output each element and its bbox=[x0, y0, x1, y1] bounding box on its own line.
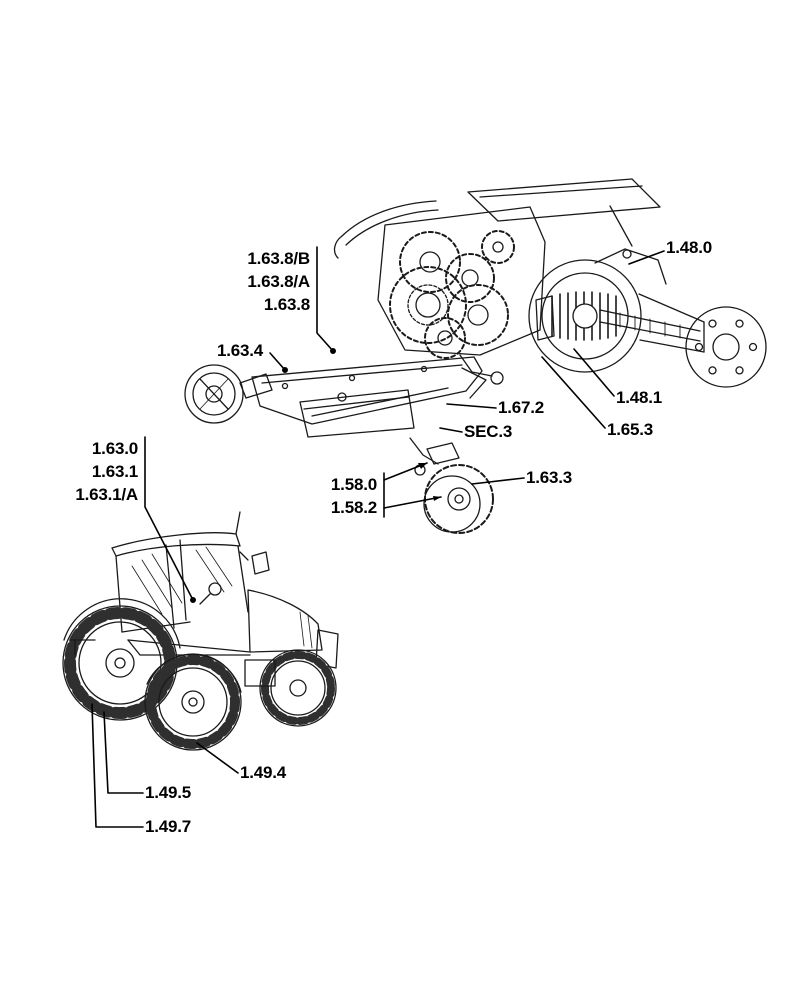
callout-label: 1.67.2 bbox=[498, 398, 545, 417]
callout-group-transmission: 1.63.8/B 1.63.8/A 1.63.8 bbox=[228, 247, 310, 316]
rear-axle-illustration bbox=[528, 248, 767, 388]
callout-label: 1.63.8/A bbox=[247, 272, 310, 291]
callout-label: 1.63.8/B bbox=[247, 249, 310, 268]
callout-label: 1.48.1 bbox=[616, 388, 663, 407]
callout-label: 1.63.3 bbox=[526, 468, 573, 487]
chassis-illustration bbox=[184, 356, 487, 438]
leader-lines bbox=[91, 246, 665, 828]
brake-assembly-illustration bbox=[409, 437, 494, 534]
callout-label: 1.58.2 bbox=[330, 498, 377, 517]
tractor-illustration bbox=[62, 511, 339, 751]
shaft-spline-hatching bbox=[619, 312, 681, 339]
callout-group-brake-controls: 1.58.0 1.58.2 bbox=[325, 473, 377, 519]
callout-label: 1.65.3 bbox=[607, 420, 654, 439]
cab-glass-hatching bbox=[131, 546, 233, 615]
callout-label: 1.58.0 bbox=[330, 475, 377, 494]
callout-label: 1.63.1/A bbox=[75, 485, 138, 504]
transmission-illustration bbox=[333, 178, 661, 385]
callout-label: 1.48.0 bbox=[666, 238, 713, 257]
callout-label: 1.63.8 bbox=[263, 295, 310, 314]
callout-label: 1.49.7 bbox=[145, 817, 192, 836]
callout-label: 1.63.4 bbox=[217, 341, 264, 360]
callout-label: SEC.3 bbox=[464, 422, 513, 441]
callout-label: 1.49.4 bbox=[240, 763, 287, 782]
callout-label: 1.49.5 bbox=[145, 783, 192, 802]
callout-label: 1.63.1 bbox=[91, 462, 138, 481]
callout-label: 1.63.0 bbox=[91, 439, 138, 458]
callout-group-cab: 1.63.0 1.63.1 1.63.1/A bbox=[56, 437, 138, 506]
